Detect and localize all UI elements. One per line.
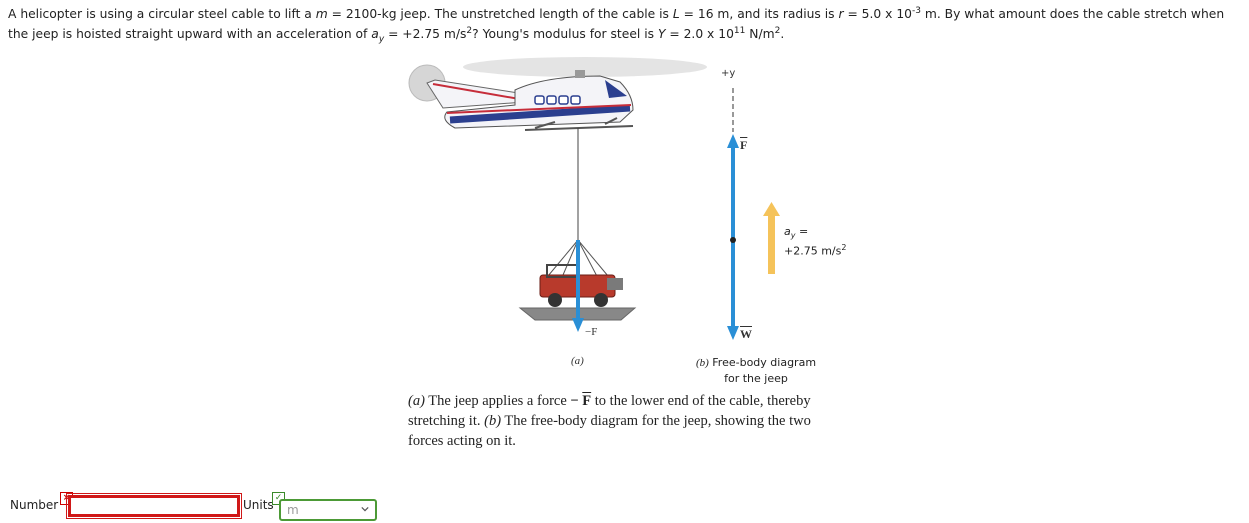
accel-label: ay = +2.75 m/s2 — [784, 226, 846, 258]
units-label: Units — [243, 498, 274, 512]
force-F-label: F — [740, 138, 748, 152]
accel-symbol: a — [784, 225, 791, 238]
units-select[interactable]: m — [279, 499, 377, 521]
problem-text: = 2.0 x 10 — [665, 27, 734, 42]
caption-b-tag: (b) — [484, 413, 502, 429]
answer-row: Number × Units ✓ m — [8, 492, 408, 523]
caption-a-tag: (a) — [408, 393, 425, 409]
sling-lines — [542, 239, 614, 283]
part-b-label: (b) Free-body diagram for the jeep — [691, 355, 821, 386]
problem-text: ? Young's modulus for steel is — [472, 27, 658, 42]
number-input[interactable] — [66, 493, 242, 519]
caption-text: The jeep applies a force — [424, 393, 571, 409]
tension-arrowhead — [727, 134, 739, 148]
accel-exponent: 2 — [841, 243, 847, 253]
number-label: Number — [10, 498, 59, 512]
part-b-line2: for the jeep — [724, 372, 788, 385]
accel-arrow-shaft — [768, 214, 775, 274]
accel-subscript: y — [790, 231, 796, 241]
problem-text: A helicopter is using a circular steel c… — [8, 7, 316, 22]
exponent: 2 — [466, 26, 473, 37]
jeep-grille — [607, 278, 623, 290]
passenger-windows — [534, 95, 581, 105]
caption-text: The free-body diagram for the jeep, show… — [408, 413, 811, 449]
part-b-tag: (b) — [695, 357, 709, 369]
jeep-wheel — [594, 293, 608, 307]
exponent: 2 — [774, 26, 781, 37]
part-b-line1: Free-body diagram — [708, 356, 817, 369]
problem-text: = 5.0 x 10 — [843, 7, 912, 22]
problem-text: m. By what amount does the cable stretch… — [8, 7, 1225, 42]
y-axis-label: +y — [721, 68, 736, 79]
helicopter-belly — [449, 104, 631, 124]
problem-text: = 2100-kg jeep. The unstretched length o… — [327, 7, 673, 22]
tail-boom — [426, 79, 526, 109]
force-W-label: W — [740, 327, 752, 341]
figure-drawing — [408, 57, 780, 340]
var-L: L — [672, 7, 680, 22]
part-a-label: (a) — [571, 355, 584, 367]
units-selected-value: m — [287, 503, 299, 517]
caption-neg: − — [570, 393, 579, 409]
neg-force-label: −F — [585, 326, 598, 338]
problem-text: N/m — [745, 27, 775, 42]
tail-stripe — [432, 83, 526, 101]
cockpit-window — [605, 80, 627, 98]
helicopter-stripe — [446, 104, 632, 114]
accel-arrowhead — [763, 202, 780, 216]
var-a: a — [371, 27, 379, 42]
exponent: -3 — [911, 6, 921, 16]
rotor-blades — [463, 57, 707, 77]
exponent: 11 — [733, 26, 746, 37]
var-Y: Y — [657, 27, 666, 42]
jeep-point — [730, 237, 736, 243]
subscript: y — [378, 34, 385, 45]
problem-text: = +2.75 m/s — [384, 27, 467, 42]
caption-text: to the lower end of the cable, thereby s… — [408, 393, 811, 429]
var-m: m — [315, 7, 328, 22]
caption-F: F — [582, 393, 592, 409]
accel-value: +2.75 m/s — [784, 244, 842, 258]
weight-arrowhead — [727, 326, 739, 340]
rotor-mast — [575, 70, 585, 78]
problem-text: = 16 m, and its radius is — [679, 7, 839, 22]
figure-caption: (a) The jeep applies a force − F to the … — [408, 391, 848, 451]
accel-equals: = — [795, 225, 809, 238]
problem-statement: A helicopter is using a circular steel c… — [8, 3, 1243, 49]
var-r: r — [838, 7, 844, 22]
landing-skids — [524, 117, 634, 131]
problem-text: . — [780, 27, 785, 42]
chevron-down-icon — [361, 506, 369, 512]
jeep-wheel — [548, 293, 562, 307]
neg-force-arrowhead — [572, 318, 584, 332]
helicopter-jeep-figure: +y F W −F ay = +2.75 m/s2 (a) (b) Free-b… — [395, 50, 855, 460]
